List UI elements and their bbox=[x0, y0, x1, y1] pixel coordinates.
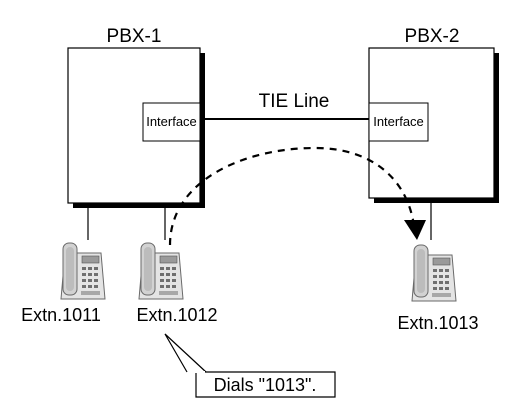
extn-1013-label: Extn.1013 bbox=[397, 313, 478, 333]
pbx-2-interface-box bbox=[368, 102, 429, 142]
pbx-1: PBX-1 Interface bbox=[67, 26, 205, 208]
pbx-1-interface-label: Interface bbox=[146, 114, 197, 129]
pbx-1-title: PBX-1 bbox=[107, 26, 162, 47]
pbx-1-interface-box bbox=[142, 102, 201, 142]
callout-text: Dials "1013". bbox=[214, 375, 317, 395]
callout-pointer bbox=[164, 333, 207, 373]
extn-1011-label: Extn.1011 bbox=[21, 305, 101, 325]
call-route-dashed-arrow bbox=[168, 146, 416, 246]
tie-line-label: TIE Line bbox=[259, 91, 330, 112]
telephone-icon bbox=[411, 244, 457, 302]
pbx-2-interface-label: Interface bbox=[373, 114, 424, 129]
callout-bubble bbox=[190, 371, 336, 398]
telephone-icon bbox=[138, 242, 184, 300]
pbx-2: PBX-2 Interface bbox=[368, 26, 499, 203]
extn-1012-label: Extn.1012 bbox=[136, 305, 217, 325]
pbx-2-title: PBX-2 bbox=[405, 26, 460, 47]
call-route-arrowhead bbox=[404, 220, 426, 240]
telephone-icon bbox=[60, 242, 106, 300]
dial-callout: Dials "1013". bbox=[164, 333, 336, 398]
